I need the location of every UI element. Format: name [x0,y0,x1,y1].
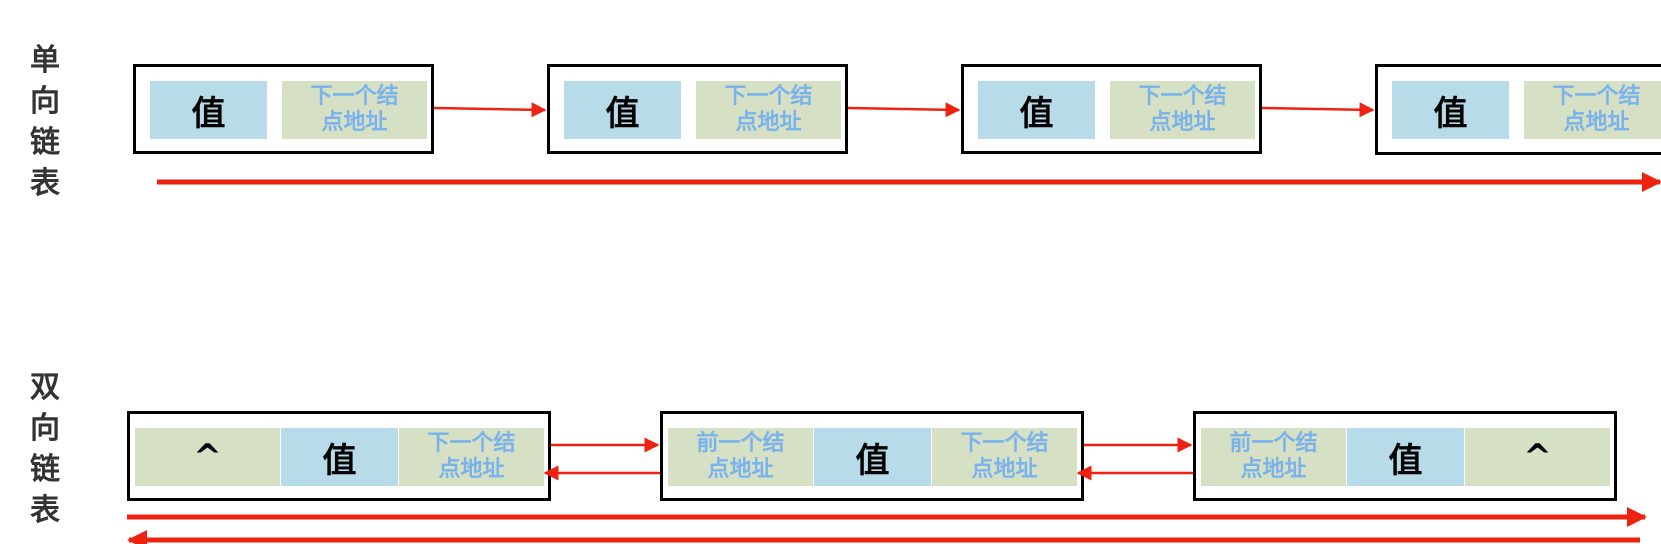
node-value-cell: 值 [814,428,931,486]
next-pointer-cell: 下一个结 点地址 [1110,81,1255,139]
next-pointer-cell: 下一个结 点地址 [696,81,841,139]
singly-linked-list-label: 单 向 链 表 [28,40,62,204]
next-pointer-cell: 下一个结 点地址 [282,81,427,139]
singly-node-1: 值 下一个结 点地址 [133,64,434,154]
prev-pointer-cell: 前一个结 点地址 [668,428,813,486]
node-value-cell: 值 [978,81,1095,139]
node-value-cell: 值 [150,81,267,139]
doubly-label-char-3: 链 [30,452,60,487]
prev-pointer-cell: 前一个结 点地址 [1201,428,1346,486]
next-pointer-cell: 下一个结 点地址 [932,428,1077,486]
singly-node-2: 值 下一个结 点地址 [547,64,848,154]
singly-label-char-1: 单 [30,43,60,78]
doubly-label-char-1: 双 [30,370,60,405]
singly-next-arrow-1 [433,102,547,118]
singly-next-arrow-3 [1261,102,1375,118]
node-value-cell: 值 [1392,81,1509,139]
doubly-node-3: 前一个结 点地址 值 ^ [1193,411,1617,501]
null-prev-cell: ^ [135,428,280,486]
singly-node-3: 值 下一个结 点地址 [961,64,1262,154]
doubly-label-char-4: 表 [30,493,60,528]
node-value-cell: 值 [564,81,681,139]
node-value-cell: 值 [1347,428,1464,486]
null-next-cell: ^ [1465,428,1610,486]
doubly-label-char-2: 向 [30,411,60,446]
singly-label-char-4: 表 [30,166,60,201]
next-pointer-cell: 下一个结 点地址 [1524,81,1661,139]
doubly-node-1: ^ 值 下一个结 点地址 [127,411,551,501]
doubly-node-2: 前一个结 点地址 值 下一个结 点地址 [660,411,1084,501]
doubly-linked-list-label: 双 向 链 表 [28,367,62,531]
singly-node-4: 值 下一个结 点地址 [1375,64,1661,155]
singly-label-char-2: 向 [30,84,60,119]
singly-next-arrow-2 [847,102,961,118]
node-value-cell: 值 [281,428,398,486]
next-pointer-cell: 下一个结 点地址 [399,428,544,486]
singly-label-char-3: 链 [30,125,60,160]
